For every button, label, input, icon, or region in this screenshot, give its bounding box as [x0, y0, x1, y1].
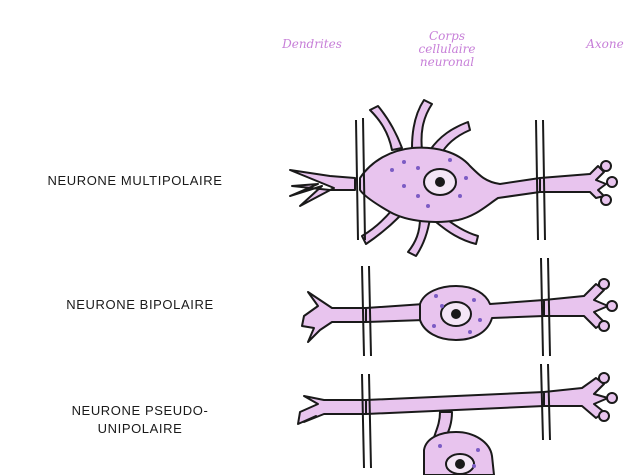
bipolar-dendrites	[302, 292, 366, 342]
pseudo-unipolar-axon	[544, 378, 608, 418]
bipolar-neuron	[302, 279, 617, 342]
pseudo-unipolar-dendrites	[298, 396, 366, 424]
bipolar-axon	[544, 284, 608, 328]
multipolar-dendrites	[290, 170, 355, 206]
multipolar-axon	[540, 166, 606, 198]
bipolar-cell-body	[420, 286, 544, 340]
multipolar-neuron	[290, 100, 617, 256]
pseudo-unipolar-neuron	[298, 373, 617, 475]
